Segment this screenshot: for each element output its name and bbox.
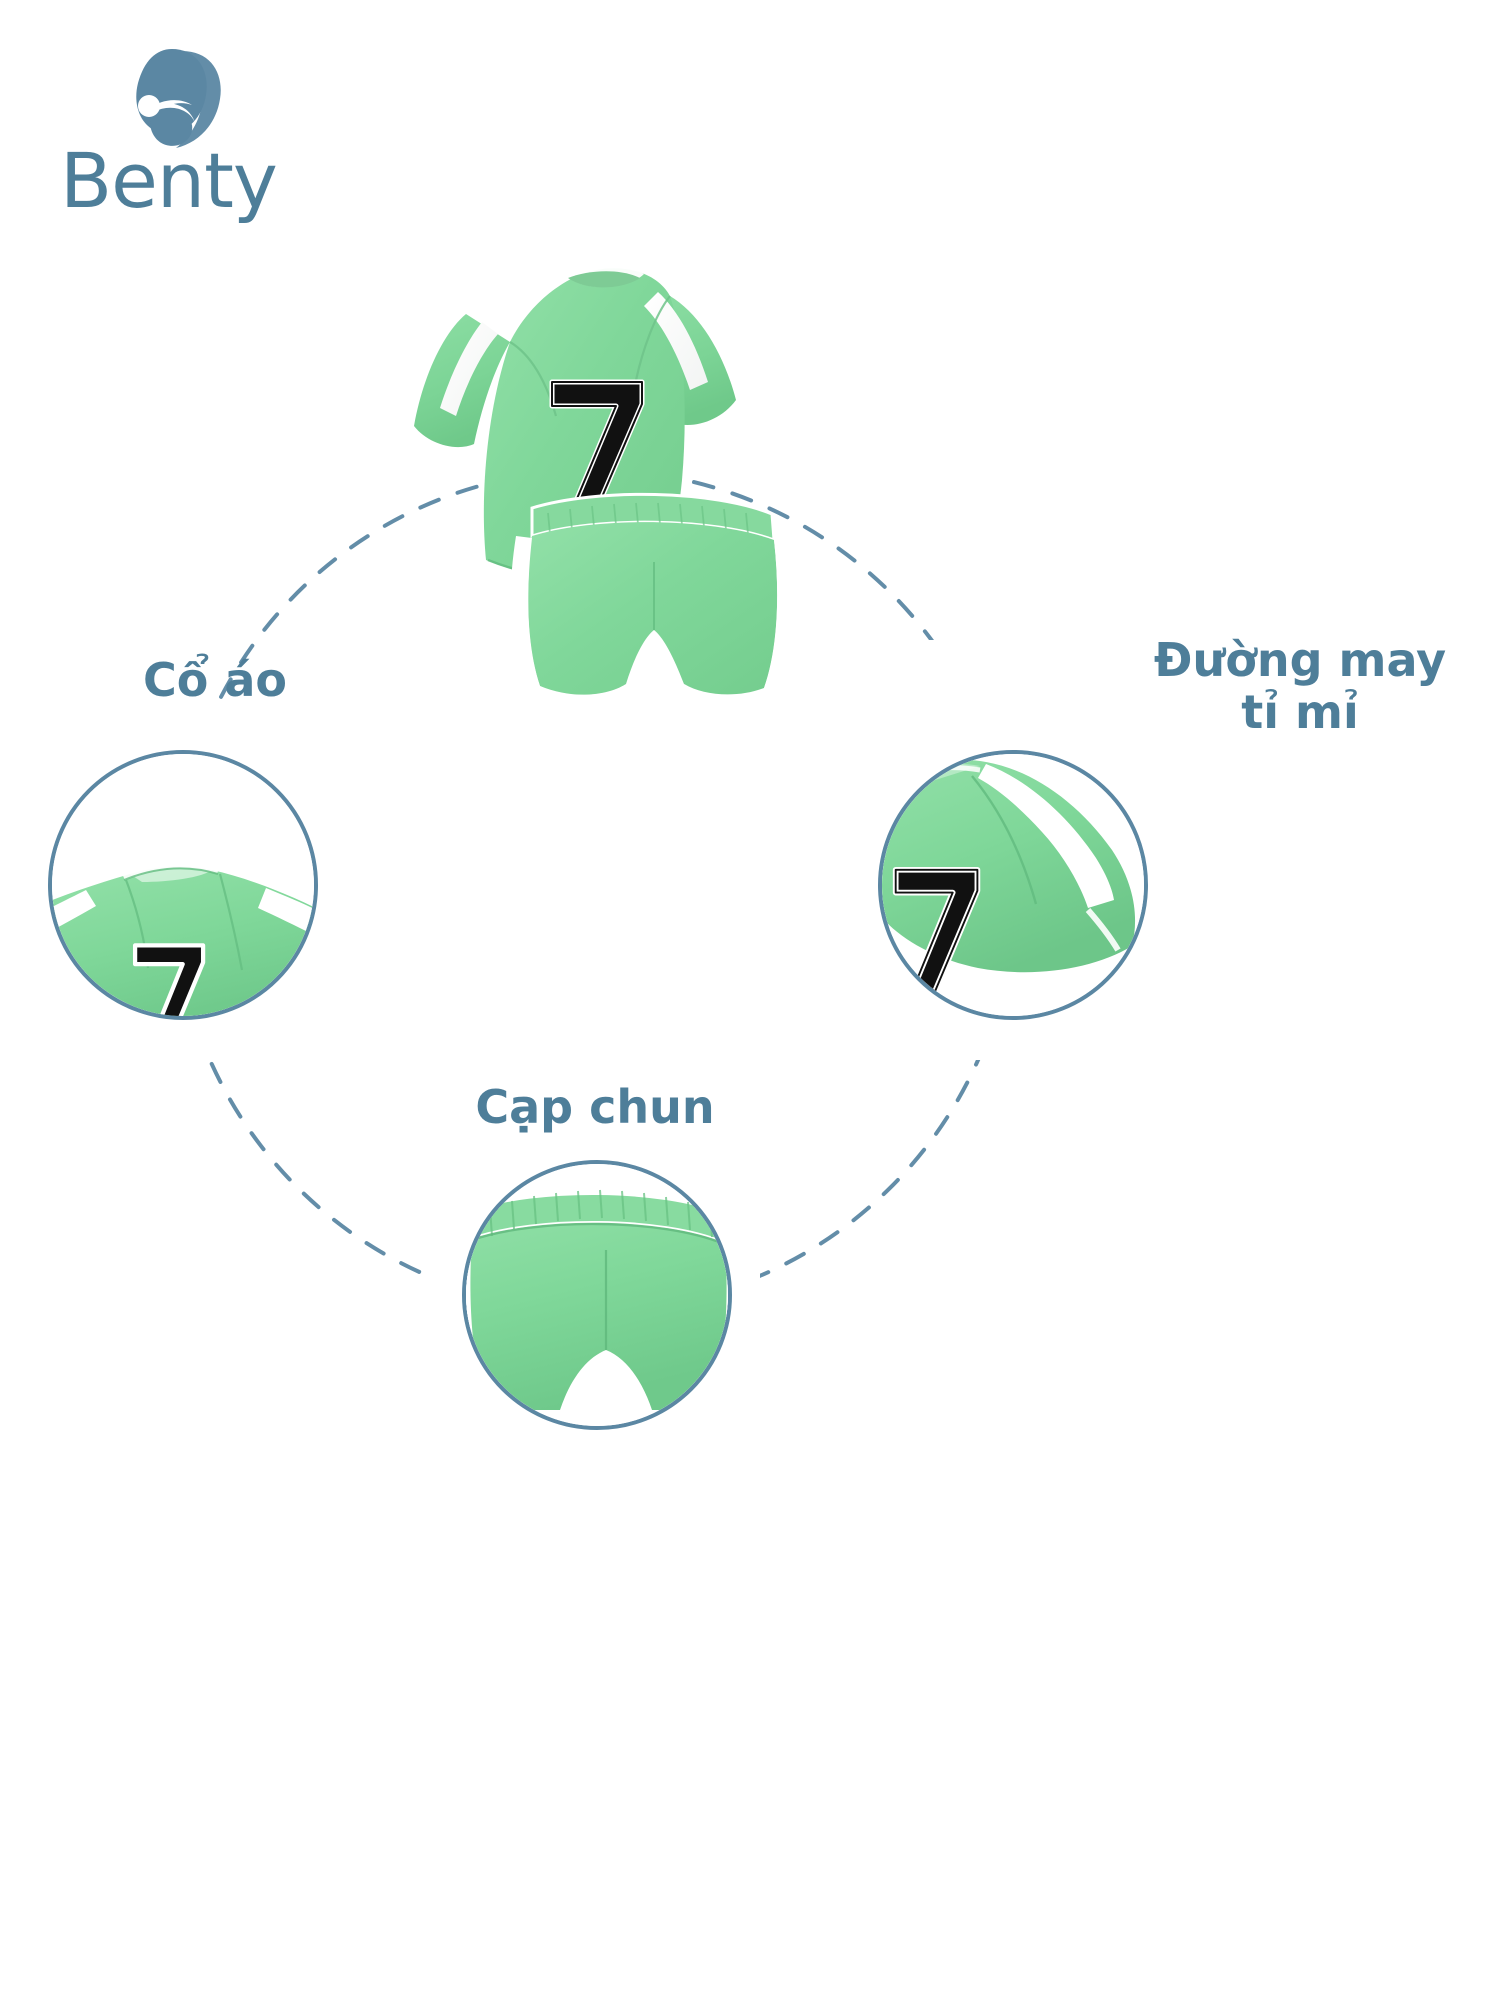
feature-circle-collar[interactable] <box>48 750 318 1020</box>
shorts-shape <box>510 492 794 700</box>
elastic-waistband-closeup-icon <box>466 1164 728 1426</box>
feature-label-collar: Cổ áo <box>142 653 288 707</box>
feature-label-waistband: Cạp chun <box>475 1080 715 1134</box>
collar-closeup-icon <box>52 754 314 1016</box>
shoulder-seam-closeup-icon <box>882 754 1144 1016</box>
feature-circle-waistband[interactable] <box>462 1160 732 1430</box>
feature-circle-stitching[interactable] <box>878 750 1148 1020</box>
brand-logo: Benty <box>60 45 360 225</box>
brand-name: Benty <box>60 136 278 225</box>
product-photo <box>370 230 930 770</box>
feature-label-stitching: Đường may tỉ mỉ <box>1153 633 1447 739</box>
mother-and-baby-logo-icon <box>120 45 230 155</box>
